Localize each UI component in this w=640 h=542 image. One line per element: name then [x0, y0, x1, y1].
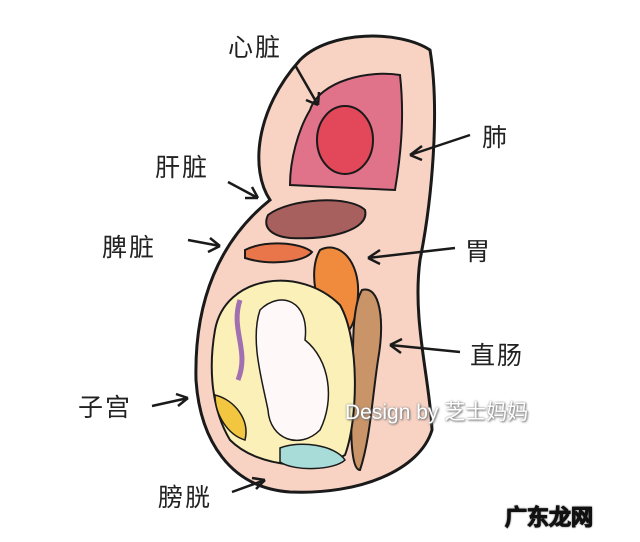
label-stomach: 胃: [465, 237, 493, 266]
label-spleen: 脾脏: [102, 233, 157, 262]
arrow-rectum: [389, 337, 461, 355]
arrows: [151, 64, 471, 494]
arrow-uterus: [151, 392, 189, 408]
label-bladder: 膀胱: [158, 483, 213, 512]
heart: [316, 105, 374, 175]
label-heart: 心脏: [228, 33, 283, 62]
placenta: [214, 394, 247, 441]
bladder: [279, 443, 346, 470]
fetus: [255, 299, 330, 441]
arrow-liver: [227, 180, 260, 200]
designer-credit: Design by 芝士妈妈: [345, 401, 529, 424]
watermark: 广东龙网: [504, 506, 594, 532]
liver: [265, 199, 367, 240]
label-uterus: 子宫: [78, 393, 133, 422]
spleen: [244, 242, 314, 264]
label-liver: 肝脏: [155, 153, 210, 182]
arrow-bladder: [231, 476, 266, 494]
arrow-heart: [293, 64, 321, 107]
arrow-spleen: [187, 237, 221, 254]
arrow-lung: [409, 133, 471, 162]
label-lung: 肺: [482, 123, 510, 152]
umbilical-cord: [234, 299, 245, 381]
arrow-stomach: [367, 246, 456, 266]
label-rectum: 直肠: [470, 341, 525, 370]
